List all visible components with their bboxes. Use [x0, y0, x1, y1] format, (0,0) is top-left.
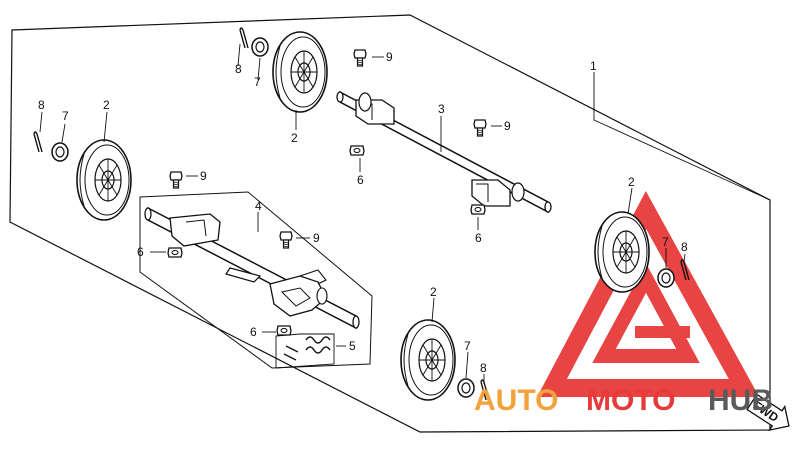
nut-d	[276, 325, 292, 336]
callout-washer-bottom: 7	[464, 339, 471, 353]
callout-wheel-left: 2	[103, 98, 110, 112]
wheel-top	[272, 31, 328, 113]
callout-spring: 5	[349, 339, 356, 353]
watermark-logo	[537, 191, 760, 397]
nut-c	[167, 247, 183, 258]
bolt-a	[353, 49, 367, 67]
washer-top	[251, 37, 269, 57]
callout-bolt-a: 9	[386, 50, 393, 64]
callout-nut-a: 6	[357, 173, 364, 187]
callout-nut-b: 6	[475, 231, 482, 245]
callout-pin-left: 8	[38, 98, 45, 112]
bolt-c	[169, 171, 183, 189]
leader-lines	[39, 43, 771, 384]
watermark-text: AUTO MOTO HUB	[474, 384, 773, 417]
pin-top	[239, 27, 249, 49]
spring-subassembly-outline	[275, 333, 335, 369]
callout-pin-top: 8	[235, 62, 242, 76]
callout-bolt-b: 9	[504, 119, 511, 133]
callout-bolt-c: 9	[200, 169, 207, 183]
washer-bottom	[457, 378, 475, 398]
callout-pin-bottom: 8	[480, 361, 487, 375]
pin-left	[33, 131, 43, 153]
callout-wheel-right: 2	[628, 175, 635, 189]
callout-assembly: 1	[590, 59, 597, 73]
rear-axle-subassembly-outline	[139, 191, 373, 369]
callout-bolt-d: 9	[313, 231, 320, 245]
fwd-arrow: FWD	[746, 393, 790, 432]
wheel-left	[76, 139, 132, 221]
callout-pin-right: 8	[681, 240, 688, 254]
nut-a	[349, 145, 365, 156]
callout-wheel-bottom: 2	[430, 285, 437, 299]
callout-nut-c: 6	[137, 245, 144, 259]
watermark-part2: MOTO	[586, 384, 675, 417]
callout-rear-axle: 4	[255, 199, 262, 213]
callout-wheel-top: 2	[291, 131, 298, 145]
wheel-bottom	[400, 319, 456, 401]
front-axle	[336, 90, 552, 214]
callout-washer-top: 7	[254, 75, 261, 89]
callout-washer-right: 7	[662, 235, 669, 249]
bolt-d	[279, 231, 293, 249]
watermark-part3: HUB	[708, 384, 773, 417]
nut-b	[470, 204, 486, 215]
callout-washer-left: 7	[62, 109, 69, 123]
callout-nut-d: 6	[250, 325, 257, 339]
spring	[283, 336, 331, 361]
watermark-part1: AUTO	[474, 384, 558, 417]
washer-left	[51, 142, 69, 162]
rear-axle	[144, 206, 360, 330]
callout-front-axle: 3	[438, 102, 445, 116]
wheel-right	[594, 211, 650, 293]
callout-labels: 1 2 2 2 2 3 4 5 6 6 6 6 7 7 7 7 8 8 8 8 …	[38, 50, 688, 375]
bolt-b	[473, 119, 487, 137]
washer-right	[657, 268, 675, 288]
